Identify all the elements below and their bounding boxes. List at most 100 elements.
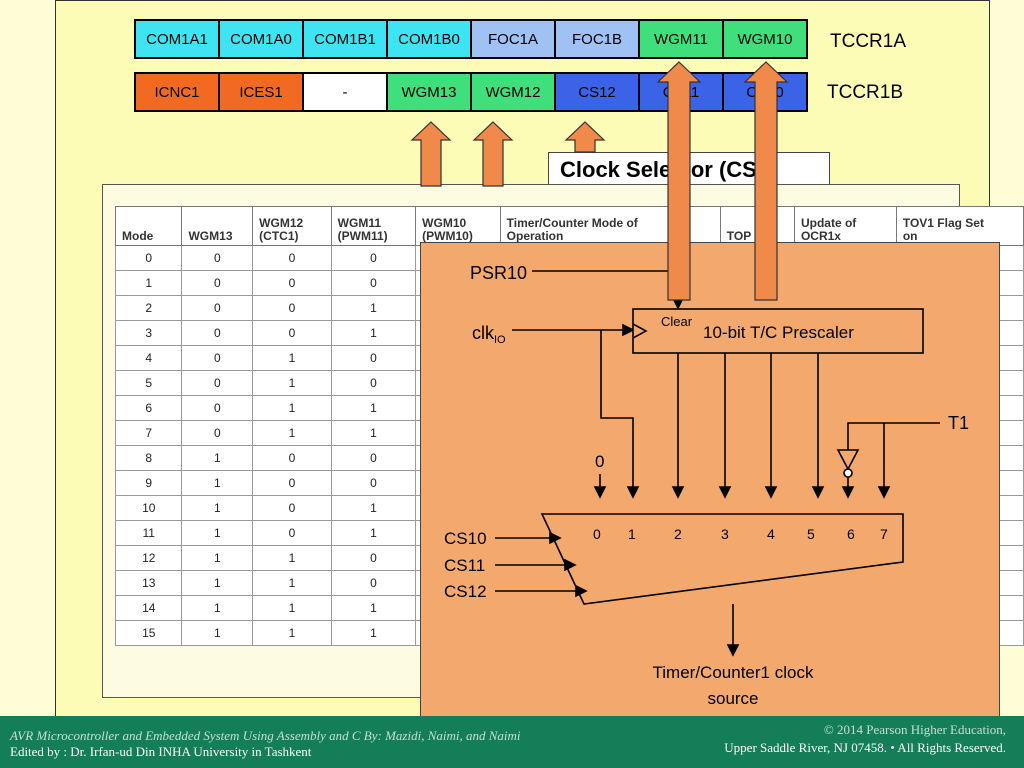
arrow-wgm12 <box>472 121 514 187</box>
table-cell: 1 <box>330 495 417 521</box>
table-cell: 1 <box>252 620 332 646</box>
register-bit-wgm11: WGM11 <box>640 21 722 57</box>
register-bit-foc1a: FOC1A <box>472 21 554 57</box>
tccr1b-label: TCCR1B <box>827 82 904 103</box>
table-cell: 1 <box>252 420 332 446</box>
table-cell: 4 <box>114 345 183 371</box>
clock-selector-title: Clock Selector (CS) <box>560 157 765 182</box>
table-cell: 0 <box>181 345 254 371</box>
table-cell: 1 <box>181 520 254 546</box>
mux-input-label: 4 <box>767 526 775 542</box>
footer-editor-credit: Edited by : Dr. Irfan-ud Din INHA Univer… <box>10 744 312 759</box>
table-cell: 0 <box>181 295 254 321</box>
clk-label: clkIO <box>472 323 506 346</box>
table-cell: 1 <box>252 595 332 621</box>
table-cell: 0 <box>114 245 183 271</box>
table-cell: 11 <box>114 520 183 546</box>
table-cell: 0 <box>181 320 254 346</box>
footer-bar <box>0 716 1024 768</box>
zero-input-label: 0 <box>595 452 604 471</box>
table-cell: 1 <box>252 370 332 396</box>
t1-label: T1 <box>948 413 969 433</box>
register-bit-com1b0: COM1B0 <box>388 21 470 57</box>
table-cell: 1 <box>330 395 417 421</box>
cs10-label: CS10 <box>444 529 487 548</box>
arrow-cs12 <box>564 121 606 153</box>
mux-input-label: 6 <box>847 526 855 542</box>
mux-input-label: 0 <box>593 526 601 542</box>
table-cell: 0 <box>330 270 417 296</box>
arrow-cs11 <box>656 61 702 301</box>
register-bit-wgm12: WGM12 <box>472 74 554 110</box>
register-bit-wgm13: WGM13 <box>388 74 470 110</box>
psr10-label: PSR10 <box>470 263 527 283</box>
register-bit-ices1: ICES1 <box>220 74 302 110</box>
table-header-cell: WGM10 (PWM10) <box>415 206 501 246</box>
table-cell: 0 <box>252 445 332 471</box>
table-cell: 1 <box>181 570 254 596</box>
prescaler-block-label: 10-bit T/C Prescaler <box>703 323 854 342</box>
register-bit-cs12: CS12 <box>556 74 638 110</box>
table-cell: 1 <box>114 270 183 296</box>
table-cell: 0 <box>252 320 332 346</box>
table-cell: 1 <box>330 295 417 321</box>
register-bit-icnc1: ICNC1 <box>136 74 218 110</box>
clear-label: Clear <box>661 314 693 329</box>
table-header-cell: WGM13 <box>181 206 254 246</box>
table-cell: 1 <box>330 320 417 346</box>
table-cell: 7 <box>114 420 183 446</box>
table-cell: 1 <box>252 345 332 371</box>
output-label-line2: source <box>707 689 758 708</box>
table-cell: 0 <box>252 245 332 271</box>
table-cell: 0 <box>181 395 254 421</box>
clk-label-sub: IO <box>494 334 506 346</box>
register-bit-com1b1: COM1B1 <box>304 21 386 57</box>
table-cell: 1 <box>181 470 254 496</box>
table-cell: 1 <box>181 595 254 621</box>
table-cell: 13 <box>114 570 183 596</box>
table-cell: 0 <box>330 545 417 571</box>
table-cell: 15 <box>114 620 183 646</box>
table-cell: 1 <box>181 620 254 646</box>
table-cell: 0 <box>330 445 417 471</box>
table-cell: 1 <box>330 620 417 646</box>
table-cell: 1 <box>181 445 254 471</box>
register-bit-foc1b: FOC1B <box>556 21 638 57</box>
register-bit-com1a0: COM1A0 <box>220 21 302 57</box>
table-cell: 0 <box>252 270 332 296</box>
table-cell: 9 <box>114 470 183 496</box>
footer-copyright: © 2014 Pearson Higher Education, <box>823 722 1006 737</box>
table-cell: 2 <box>114 295 183 321</box>
footer-rights: Upper Saddle River, NJ 07458. • All Righ… <box>724 740 1006 755</box>
table-header-cell: TOV1 Flag Set on <box>895 206 1024 246</box>
mux-input-label: 1 <box>628 526 636 542</box>
mux-input-label: 3 <box>721 526 729 542</box>
arrow-wgm13 <box>410 121 452 187</box>
arrow-cs10 <box>743 61 789 301</box>
table-cell: 1 <box>252 545 332 571</box>
table-cell: 0 <box>330 345 417 371</box>
table-cell: 12 <box>114 545 183 571</box>
tccr1a-label: TCCR1A <box>830 31 907 52</box>
table-cell: 10 <box>114 495 183 521</box>
table-cell: 1 <box>330 520 417 546</box>
cs12-label: CS12 <box>444 582 487 601</box>
register-bit-reserved: - <box>304 74 386 110</box>
output-label-line1: Timer/Counter1 clock <box>653 663 814 682</box>
mux-input-label: 5 <box>807 526 815 542</box>
table-cell: 0 <box>181 420 254 446</box>
table-cell: 1 <box>330 420 417 446</box>
table-cell: 0 <box>252 495 332 521</box>
cs11-label: CS11 <box>444 556 485 575</box>
table-cell: 0 <box>252 520 332 546</box>
table-cell: 0 <box>181 245 254 271</box>
table-cell: 8 <box>114 445 183 471</box>
footer-book-credit: AVR Microcontroller and Embedded System … <box>10 728 521 743</box>
mux-input-label: 7 <box>880 526 888 542</box>
table-cell: 5 <box>114 370 183 396</box>
register-bit-com1a1: COM1A1 <box>136 21 218 57</box>
